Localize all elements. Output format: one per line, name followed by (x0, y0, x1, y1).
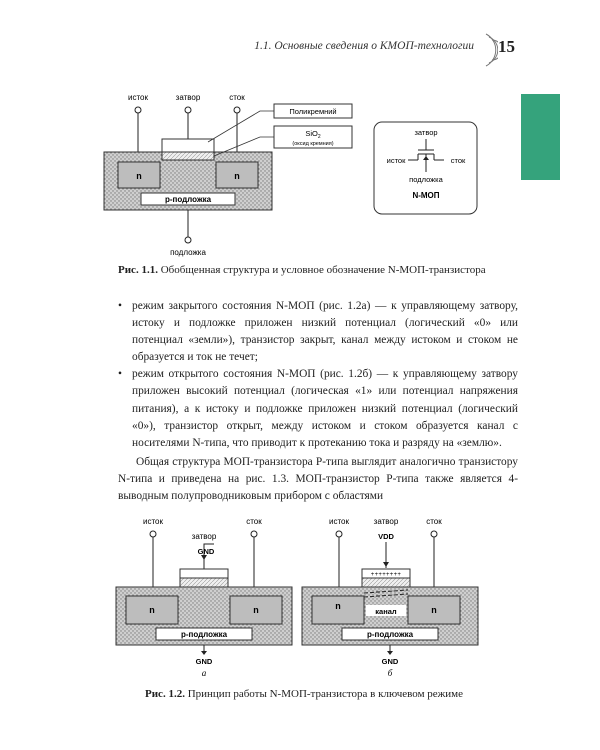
b-n-right-label: n (431, 605, 437, 615)
polysilicon-gate (161, 138, 215, 153)
symbol-drain-label: сток (451, 156, 466, 165)
b-channel-label: канал (375, 607, 397, 616)
symbol-source-label: исток (387, 156, 406, 165)
a-source-terminal (149, 530, 157, 538)
b-drain-label: сток (426, 517, 442, 526)
a-gate-oxide (179, 577, 229, 588)
caption-number: Рис. 1.1. (118, 264, 158, 276)
page-number: 15 (498, 37, 515, 56)
b-plus-charges: ++++++++ (371, 572, 402, 578)
chapter-tab (521, 94, 560, 180)
b-gate-label: затвор (374, 517, 399, 526)
figure-1-2-caption: Рис. 1.2. Принцип работы N-МОП-транзисто… (145, 688, 463, 700)
drain-label: сток (229, 93, 245, 102)
b-sub-label: б (388, 668, 393, 678)
b-n-left (311, 595, 365, 625)
n-region-right (215, 161, 259, 189)
figure-1-2: исток затвор сток GND n n р-подложка GND… (115, 517, 479, 678)
sio2-note: (оксид кремния) (292, 141, 333, 147)
n-region-left (117, 161, 161, 189)
a-gate-gnd: GND (198, 547, 215, 556)
b-channel-line (363, 589, 409, 594)
a-n-left (125, 595, 179, 625)
a-poly-gate (179, 568, 229, 579)
n-right-label: n (234, 171, 240, 181)
b-gate-oxide (361, 577, 411, 588)
source-label: исток (128, 93, 148, 102)
symbol-gate-label: затвор (414, 128, 437, 137)
body-text: режим закрытого состояния N-МОП (рис. 1.… (118, 298, 518, 505)
a-n-right (229, 595, 283, 625)
b-source-label: исток (329, 517, 349, 526)
bullet-closed-state: режим закрытого состояния N-МОП (рис. 1.… (118, 298, 518, 366)
a-n-right-label: n (253, 605, 259, 615)
n-left-label: n (136, 171, 142, 181)
figure-1-2-b: исток затвор сток VDD n n ++++++++ канал… (301, 517, 479, 678)
bullet-open-state: режим открытого состояния N-МОП (рис. 1.… (118, 366, 518, 451)
symbol-bulk-label: подложка (409, 175, 443, 184)
figure-1-2-a: исток затвор сток GND n n р-подложка GND… (115, 517, 293, 678)
running-header: 1.1. Основные сведения о КМОП-технологии (254, 40, 474, 52)
a-sub-label: а (202, 668, 207, 678)
sio2-callout-text: SiO2 (305, 129, 321, 140)
a-drain-label: сток (246, 517, 262, 526)
paragraph-pmos: Общая структура МОП-транзистора P-типа в… (118, 455, 518, 503)
gate-terminal (184, 106, 192, 114)
b-bulk-gnd: GND (382, 657, 399, 666)
symbol-title: N-МОП (412, 191, 439, 200)
b-substrate-label: р-подложка (367, 630, 414, 639)
b-gate-vdd: VDD (378, 532, 394, 541)
polysilicon-callout-text: Поликремний (289, 107, 336, 116)
substrate-label: р-подложка (165, 195, 212, 204)
source-terminal (134, 106, 142, 114)
b-drain-terminal (430, 530, 438, 538)
gate-oxide (161, 151, 215, 161)
b-n-right (407, 595, 461, 625)
bulk-label: подложка (170, 248, 206, 257)
a-drain-terminal (250, 530, 258, 538)
b-source-terminal (335, 530, 343, 538)
gate-label: затвор (176, 93, 201, 102)
a-gate-label: затвор (192, 532, 217, 541)
drain-terminal (233, 106, 241, 114)
bulk-terminal (184, 236, 192, 244)
a-n-left-label: n (149, 605, 155, 615)
caption-number: Рис. 1.2. (145, 688, 185, 700)
b-n-left-label: n (335, 601, 341, 611)
a-substrate-label: р-подложка (181, 630, 228, 639)
a-source-label: исток (143, 517, 163, 526)
caption-text: Принцип работы N-МОП-транзистора в ключе… (187, 688, 463, 700)
caption-text: Обобщенная структура и условное обозначе… (160, 264, 486, 276)
figure-1-1: исток затвор сток n n р-подложка подложк… (103, 93, 478, 257)
a-bulk-gnd: GND (196, 657, 213, 666)
page-number-ornament (485, 33, 498, 67)
figure-1-1-caption: Рис. 1.1. Обобщенная структура и условно… (118, 264, 486, 276)
